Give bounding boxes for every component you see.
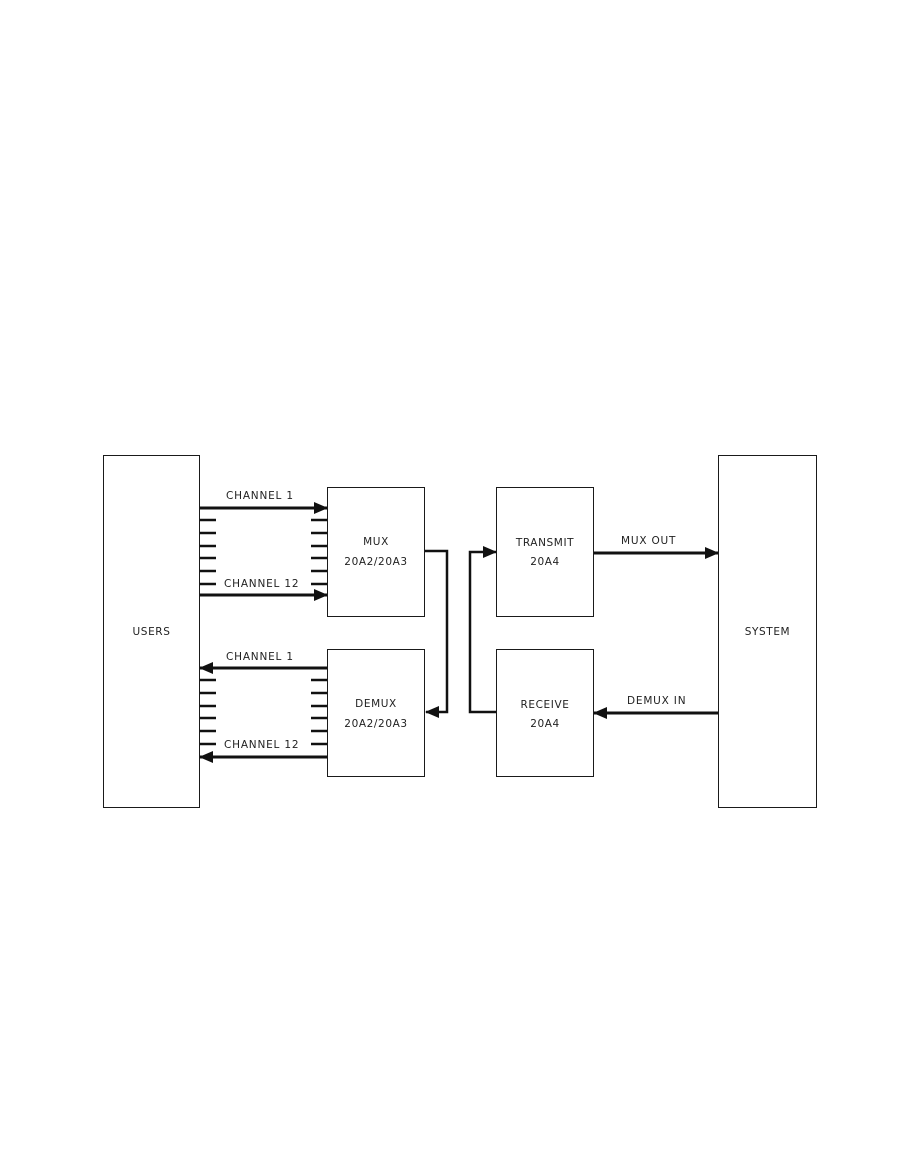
receive-block: RECEIVE 20A4 xyxy=(496,649,594,777)
transmit-block: TRANSMIT 20A4 xyxy=(496,487,594,617)
users-block: USERS xyxy=(103,455,200,808)
mux-ref: 20A2/20A3 xyxy=(344,556,408,568)
demux-output-channels xyxy=(199,662,327,763)
mux-to-demux-line xyxy=(424,549,449,718)
system-label: SYSTEM xyxy=(744,626,791,638)
transmit-label: TRANSMIT xyxy=(515,537,575,549)
demux-block: DEMUX 20A2/20A3 xyxy=(327,649,425,777)
demux-in-label: DEMUX IN xyxy=(627,695,687,707)
mux-block: MUX 20A2/20A3 xyxy=(327,487,425,617)
system-block: SYSTEM xyxy=(718,455,817,808)
demux-ref: 20A2/20A3 xyxy=(344,718,408,730)
demux-channel-1-label: CHANNEL 1 xyxy=(226,651,294,663)
receive-ref: 20A4 xyxy=(530,718,560,730)
demux-channel-12-label: CHANNEL 12 xyxy=(224,739,300,751)
receive-label: RECEIVE xyxy=(520,699,570,711)
receive-to-transmit-line xyxy=(468,546,497,714)
users-label: USERS xyxy=(132,626,171,638)
demux-label: DEMUX xyxy=(355,698,397,710)
transmit-ref: 20A4 xyxy=(530,556,560,568)
mux-out-label: MUX OUT xyxy=(621,535,677,547)
mux-channel-1-label: CHANNEL 1 xyxy=(226,490,294,502)
mux-channel-12-label: CHANNEL 12 xyxy=(224,578,300,590)
mux-label: MUX xyxy=(363,536,389,548)
mux-input-channels xyxy=(200,502,328,601)
